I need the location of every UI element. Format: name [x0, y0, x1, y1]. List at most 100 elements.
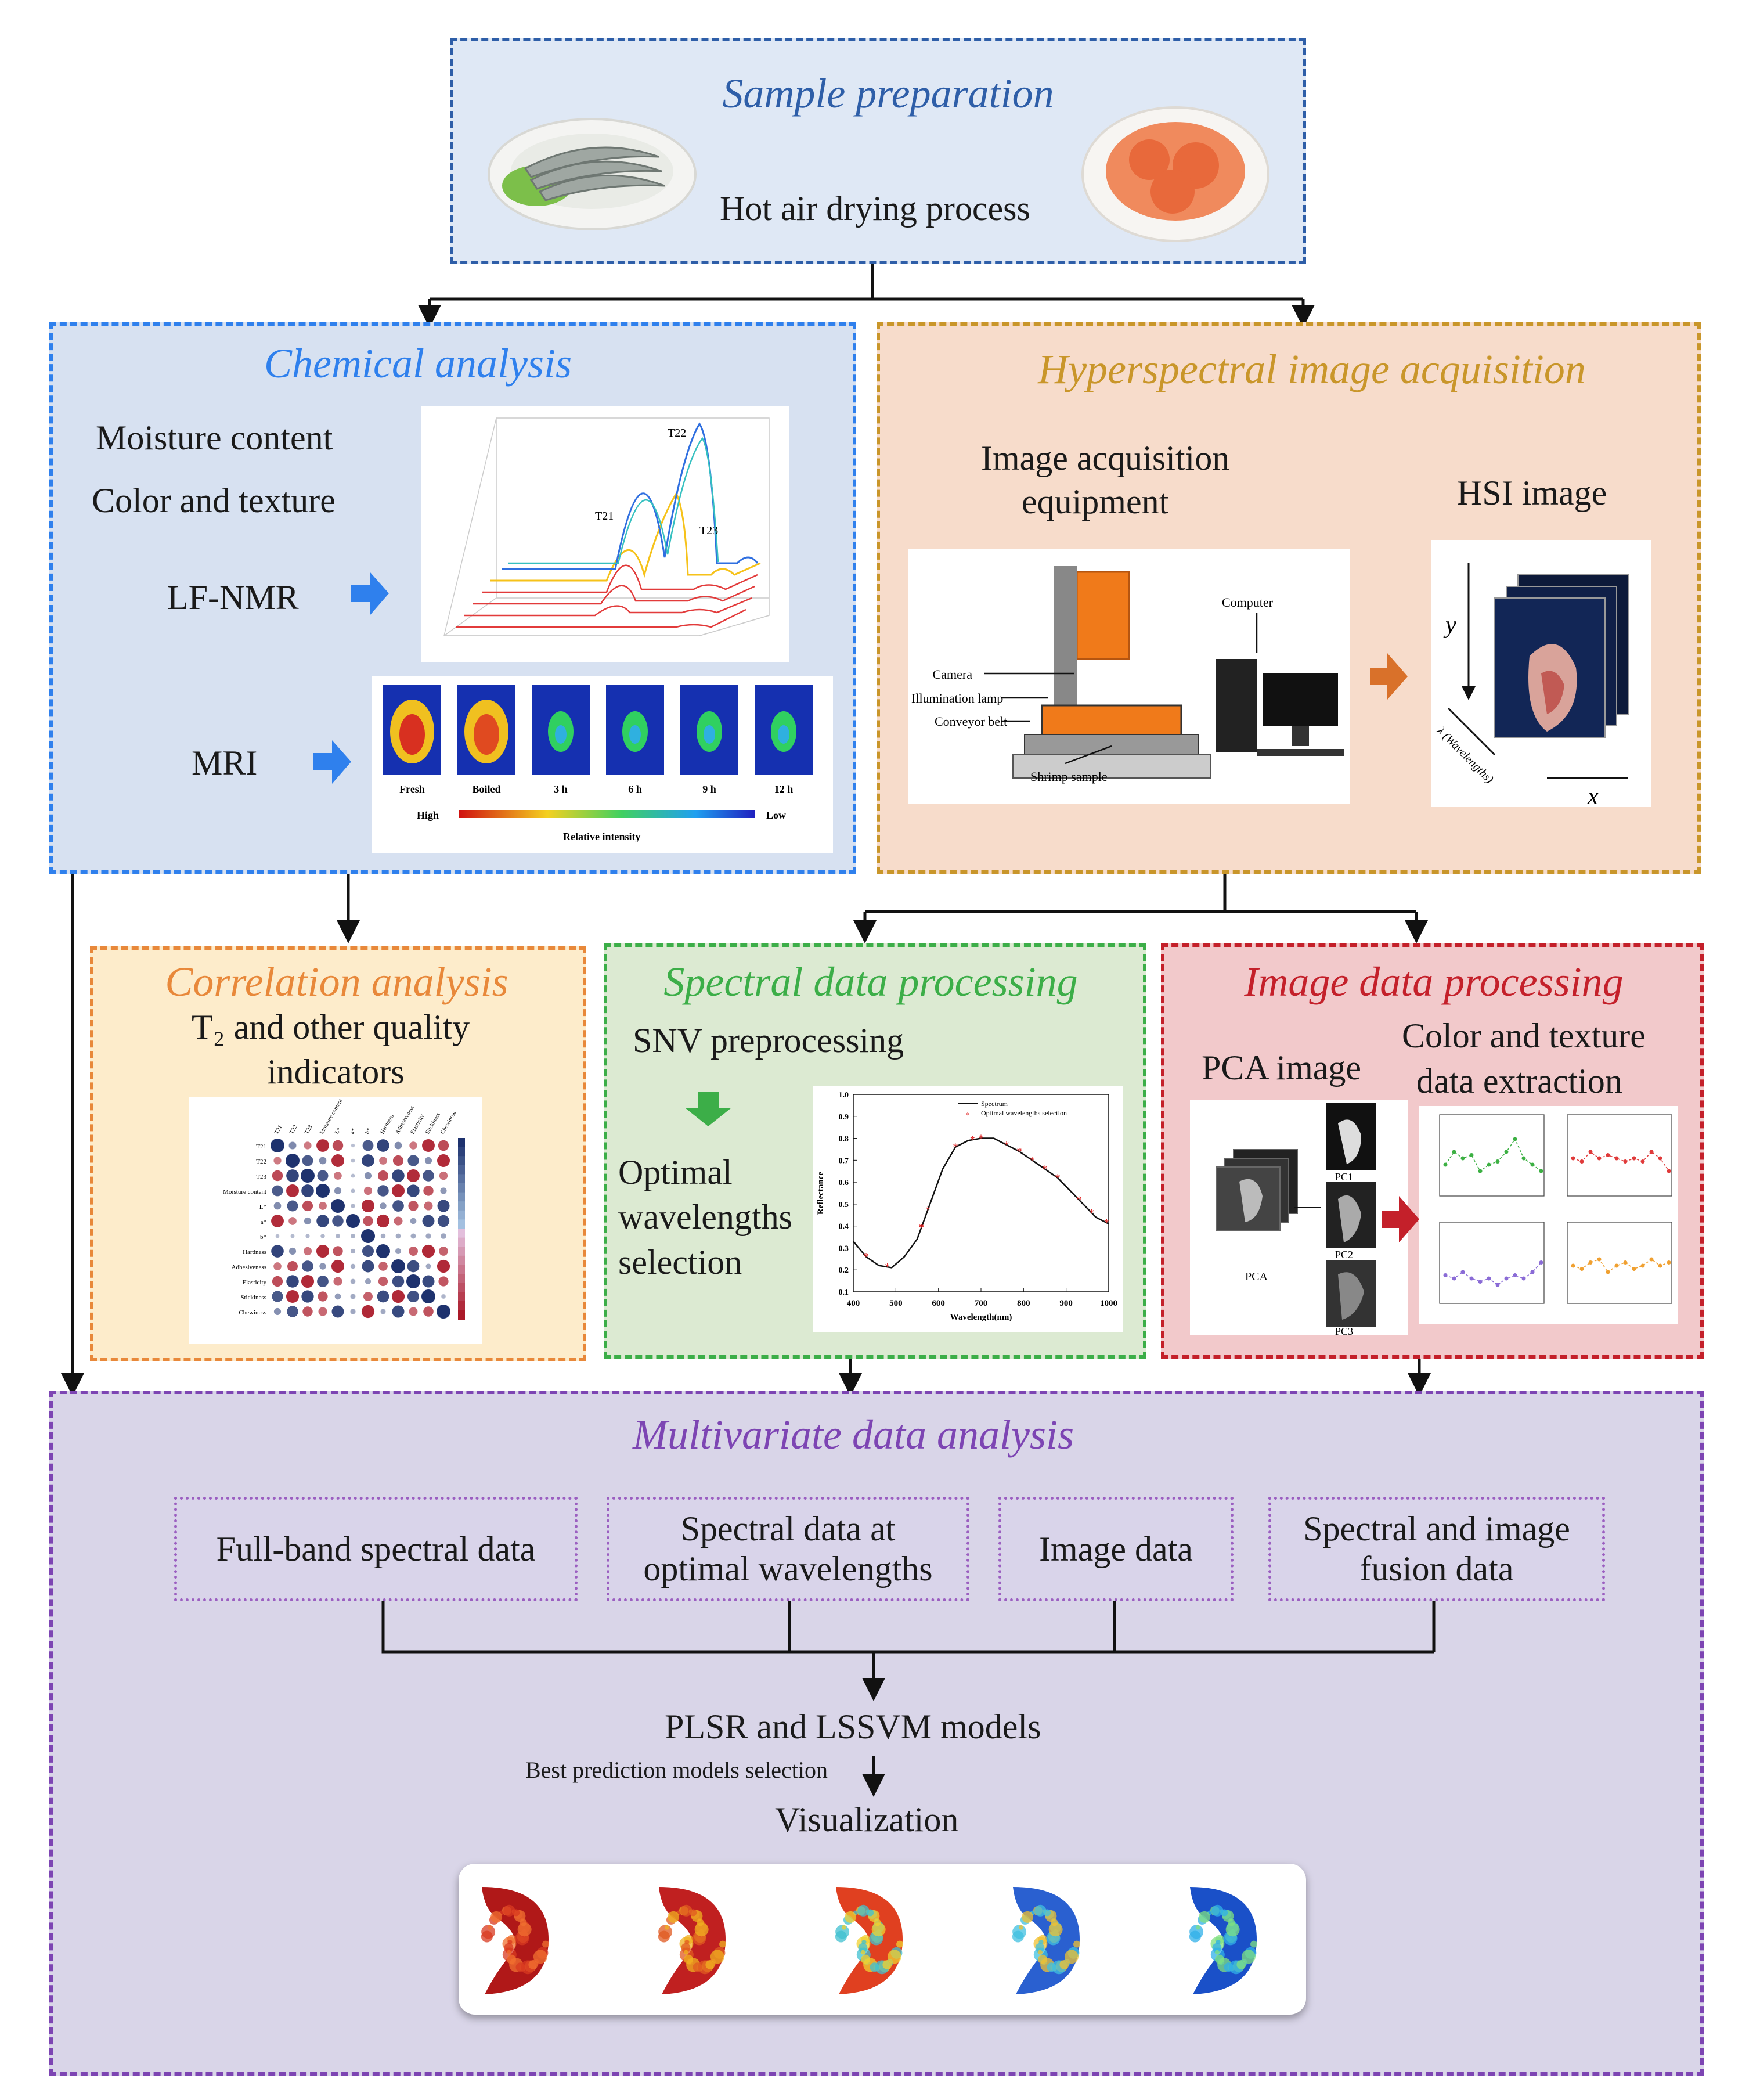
corr-cell — [425, 1233, 431, 1239]
corr-cell — [336, 1234, 340, 1238]
optimal-wavelength-line2: optimal wavelengths — [643, 1550, 933, 1588]
corr-cell — [334, 1172, 342, 1180]
snv-label: SNV preprocessing — [633, 1021, 904, 1060]
svg-text:*: * — [953, 1141, 958, 1153]
corr-cell — [350, 1263, 356, 1269]
corr-cell — [319, 1157, 327, 1165]
visualization-label: Visualization — [775, 1800, 959, 1839]
spec-ytick: 0.5 — [839, 1201, 849, 1209]
corr-cell — [331, 1154, 344, 1167]
color-texture-subplot — [1439, 1114, 1545, 1197]
corr-cell — [392, 1275, 405, 1288]
svg-text:y: y — [1443, 612, 1456, 639]
corr-cell — [304, 1217, 312, 1225]
corr-cell — [334, 1187, 342, 1195]
best-model-selection-label: Best prediction models selection — [525, 1757, 828, 1783]
svg-text:*: * — [1030, 1154, 1035, 1166]
svg-text:Illumination lamp: Illumination lamp — [911, 691, 1003, 705]
mri-frame: 6 h — [606, 685, 664, 795]
acquisition-equipment-image: Camera Illumination lamp Conveyor belt C… — [908, 549, 1350, 804]
corr-cell — [272, 1291, 283, 1302]
corr-cell — [362, 1245, 374, 1258]
corr-cell — [351, 1188, 355, 1193]
corr-cell — [439, 1171, 448, 1180]
corr-cell — [364, 1172, 372, 1180]
corr-cell — [363, 1292, 373, 1301]
green-down-arrow-icon — [685, 1092, 731, 1126]
chemical-analysis-title: Chemical analysis — [264, 340, 572, 387]
visualization-map — [1189, 1887, 1258, 1994]
corr-cell — [424, 1157, 432, 1165]
corr-cell — [287, 1200, 298, 1212]
corr-cell — [286, 1289, 300, 1303]
corr-cell — [305, 1234, 310, 1238]
svg-text:Low: Low — [766, 809, 786, 821]
corr-cell — [287, 1306, 298, 1317]
correlation-subtitle-line1: T₂ and other quality — [192, 1008, 470, 1046]
corr-cell — [301, 1184, 314, 1197]
mri-frame-label: 3 h — [554, 783, 568, 795]
corr-cell — [422, 1275, 435, 1288]
corr-cell — [316, 1244, 330, 1258]
corr-cell — [286, 1154, 300, 1168]
mri-frame: Boiled — [457, 685, 515, 795]
mri-label: MRI — [192, 744, 258, 782]
spec-ytick: 0.7 — [839, 1157, 849, 1165]
full-band-label: Full-band spectral data — [216, 1529, 536, 1568]
svg-text:PCA: PCA — [1245, 1270, 1268, 1283]
optimal-wavelength-line1: Spectral data at — [680, 1510, 896, 1548]
image-processing-title: Image data processing — [1244, 959, 1624, 1005]
corr-cell — [437, 1154, 450, 1167]
spec-xtick: 600 — [932, 1299, 945, 1308]
sample-preparation-title: Sample preparation — [722, 70, 1054, 117]
corr-cell — [302, 1200, 313, 1212]
orange-arrow-icon — [1370, 653, 1408, 700]
visualization-map — [835, 1887, 904, 1994]
corr-cell — [351, 1173, 355, 1178]
optimal-wavelength-marker: * — [1076, 1194, 1081, 1205]
corr-col-label: b* — [364, 1127, 373, 1135]
spectrum-line — [853, 1137, 1109, 1269]
corr-col-label: L* — [334, 1126, 342, 1135]
multivariate-analysis-title: Multivariate data analysis — [633, 1411, 1074, 1458]
spec-xtick: 400 — [847, 1299, 860, 1308]
corr-cell — [350, 1294, 356, 1299]
corr-cell — [422, 1139, 435, 1152]
corr-cell — [317, 1276, 329, 1287]
corr-cell — [316, 1215, 329, 1227]
corr-cell — [331, 1259, 345, 1273]
fusion-data-box: Spectral and image fusion data — [1268, 1497, 1605, 1601]
equipment-label-line1: Image acquisition — [981, 439, 1230, 477]
corr-cell — [286, 1169, 299, 1182]
fusion-data-line1: Spectral and image — [1303, 1510, 1570, 1548]
mri-frame-label: 9 h — [702, 783, 716, 795]
hsi-image-label: HSI image — [1457, 474, 1607, 512]
corr-cell — [439, 1247, 448, 1256]
corr-cell — [318, 1307, 327, 1316]
svg-text:*: * — [925, 1204, 930, 1216]
lfnmr-waterfall-chart: T22 T21 T23 — [421, 406, 789, 662]
equipment-label-line2: equipment — [1022, 482, 1169, 521]
corr-cell — [377, 1290, 389, 1303]
svg-text:*: * — [1104, 1217, 1109, 1229]
spec-ytick: 0.8 — [839, 1135, 849, 1144]
corr-cell — [351, 1234, 355, 1238]
corr-cell — [423, 1306, 434, 1317]
corr-cell — [395, 1233, 401, 1239]
corr-cell — [380, 1202, 387, 1209]
spec-ytick: 0.6 — [839, 1179, 849, 1187]
corr-row-label: Moisture content — [223, 1188, 266, 1195]
optimal-wavelength-marker: * — [919, 1222, 924, 1233]
mri-frame: 3 h — [532, 685, 590, 795]
corr-cell — [440, 1187, 447, 1194]
mri-frame-label: Boiled — [472, 783, 500, 795]
corr-cell — [423, 1170, 434, 1182]
corr-cell — [437, 1305, 450, 1319]
corr-cell — [346, 1214, 360, 1228]
spec-xlabel: Wavelength(nm) — [950, 1313, 1012, 1322]
corr-cell — [332, 1140, 344, 1151]
hyperspectral-acquisition-title: Hyperspectral image acquisition — [1038, 346, 1586, 392]
corr-cell — [361, 1199, 375, 1213]
svg-text:*: * — [1076, 1194, 1081, 1205]
